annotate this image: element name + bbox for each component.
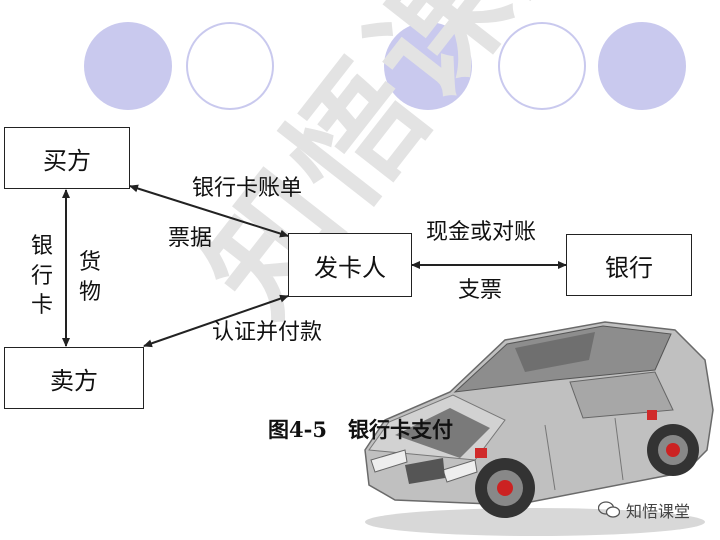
label-bank-card: 银行卡 xyxy=(30,232,54,321)
label-auth-pay: 认证并付款 xyxy=(212,322,322,344)
issuer-box: 发卡人 xyxy=(288,233,412,297)
buyer-box: 买方 xyxy=(4,127,130,189)
label-receipt: 票据 xyxy=(168,228,212,250)
label-statement: 银行卡账单 xyxy=(192,178,302,200)
figure-caption: 图4-5 银行卡支付 xyxy=(268,414,453,444)
label-goods: 货物 xyxy=(78,248,102,307)
label-cash-or-reconcile: 现金或对账 xyxy=(426,222,536,244)
seller-box: 卖方 xyxy=(4,347,144,409)
bank-box: 银行 xyxy=(566,234,692,296)
label-check: 支票 xyxy=(458,280,502,302)
